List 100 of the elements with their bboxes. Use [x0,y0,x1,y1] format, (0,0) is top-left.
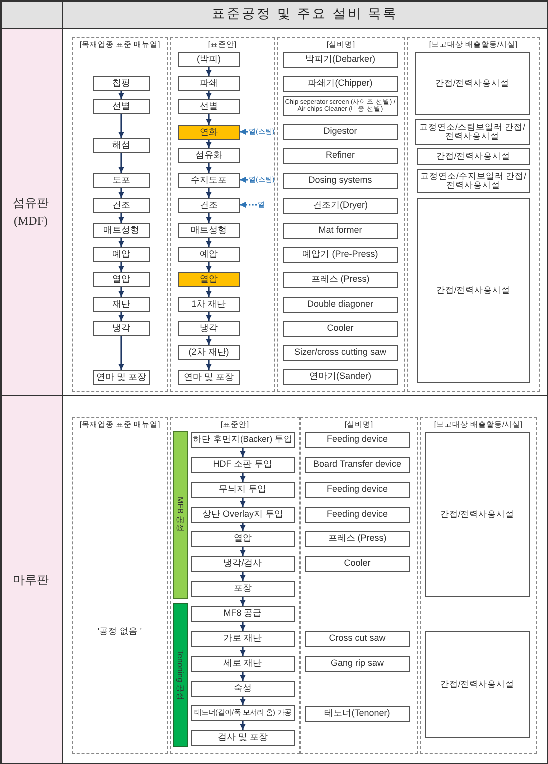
process-box: 냉각/검사 [191,556,295,572]
dashed-panel [170,37,275,392]
process-box: 1차 재단 [178,297,240,312]
process-box: 섬유화 [178,148,240,163]
process-box: 가로 재단 [191,631,295,647]
facility-box: 간접/전력사용시설 [415,52,530,115]
equipment-box: 프레스 (Press) [305,531,410,547]
dashed-panel [72,417,168,754]
highlighted-process-box: 연화 [178,125,240,140]
equipment-box: Dosing systems [283,173,398,189]
arrow [206,188,212,198]
equipment-box: Board Transfer device [305,457,410,473]
equipment-box: 파쇄기(Chipper) [283,76,398,92]
arrow [206,67,212,76]
arrow [240,721,246,730]
row-header: 섬유판 (MDF) [0,28,62,395]
equipment-box: Cross cut saw [305,631,410,647]
arrow [206,213,212,223]
arrow [206,360,212,370]
process-box: 건조 [178,198,240,213]
equipment-box: 건조기(Dryer) [283,198,398,214]
process-box: 파쇄 [178,76,240,91]
process-box: 선별 [178,99,240,114]
arrow [118,153,124,173]
facility-box: 간접/전력사용시설 [425,631,530,738]
arrow [240,498,246,507]
arrow [240,647,246,656]
process-box: 포장 [191,581,295,597]
table-title: 표준공정 및 주요 설비 목록 [62,0,548,28]
equipment-box: Feeding device [305,507,410,523]
process-box: 열압 [93,272,150,287]
arrow [206,287,212,297]
facility-box: 간접/전력사용시설 [417,148,530,165]
process-box: 냉각 [93,321,150,336]
dashed-panel [170,417,300,754]
arrow [118,114,124,138]
note-text: '공정 없음 ' [97,626,143,638]
dashed-panel [420,417,537,754]
row-header: 마루판 [0,395,62,764]
process-box: 도포 [93,173,150,188]
process-box: (2차 재단) [178,345,240,360]
equipment-box: 연마기(Sander) [283,369,398,385]
arrow [240,473,246,482]
facility-box: 간접/전력사용시설 [425,432,530,597]
arrow [240,622,246,631]
equipment-box: 박피기(Debarker) [283,52,398,68]
facility-box: 간접/전력사용시설 [417,198,530,383]
process-box: 하단 후면지(Backer) 투입 [191,432,295,448]
arrow [206,163,212,173]
arrow [240,572,246,581]
dashed-panel [407,37,540,392]
process-box: 상단 Overlay지 투입 [191,507,295,523]
process-box: 재단 [93,297,150,312]
highlighted-process-box: 열압 [178,272,240,287]
arrow [240,672,246,681]
arrow [206,238,212,247]
dotted-arrow [240,177,248,183]
equipment-box: Sizer/cross cutting saw [283,345,398,361]
process-box: 세로 재단 [191,656,295,672]
arrow [206,114,212,125]
equipment-box: Refiner [283,148,398,164]
dashed-panel [277,37,405,392]
process-box: 수지도포 [178,173,240,188]
dashed-panel [300,417,418,754]
process-box: 열압 [191,531,295,547]
stage-bar: Tenoning 공정 [173,603,188,747]
process-box: 건조 [93,198,150,213]
equipment-box: Feeding device [305,482,410,498]
arrow [118,213,124,223]
equipment-box: Feeding device [305,432,410,448]
arrow [240,597,246,606]
dotted-arrow [240,202,257,208]
process-box: 해섬 [93,138,150,153]
process-box: MF8 공급 [191,606,295,622]
dotted-arrow [240,129,248,135]
process-box: 연마 및 포장 [178,370,240,385]
arrow [118,312,124,321]
arrow [240,523,246,531]
arrow [206,91,212,99]
facility-box: 고정연소/스팀보일러 간접/전력사용시설 [415,119,530,145]
arrow [118,287,124,297]
process-box: 검사 및 포장 [191,730,295,746]
arrow [118,188,124,198]
arrow [118,91,124,99]
equipment-box: 프레스 (Press) [283,272,398,288]
process-box: 칩핑 [93,76,150,91]
equipment-box: Mat former [283,223,398,239]
equipment-box: Cooler [305,556,410,572]
facility-box: 고정연소/수지보일러 간접/전력사용시설 [417,169,530,193]
process-box: 숙성 [191,681,295,697]
process-box: HDF 소판 투입 [191,457,295,473]
dashed-panel [72,37,168,392]
equipment-box: Gang rip saw [305,656,410,672]
arrow [240,448,246,457]
arrow [206,140,212,148]
equipment-box: 테노너(Tenoner) [305,706,410,722]
arrow [118,238,124,247]
arrow [206,262,212,272]
process-box: 매트성형 [93,223,150,238]
process-box: (박피) [178,52,240,67]
